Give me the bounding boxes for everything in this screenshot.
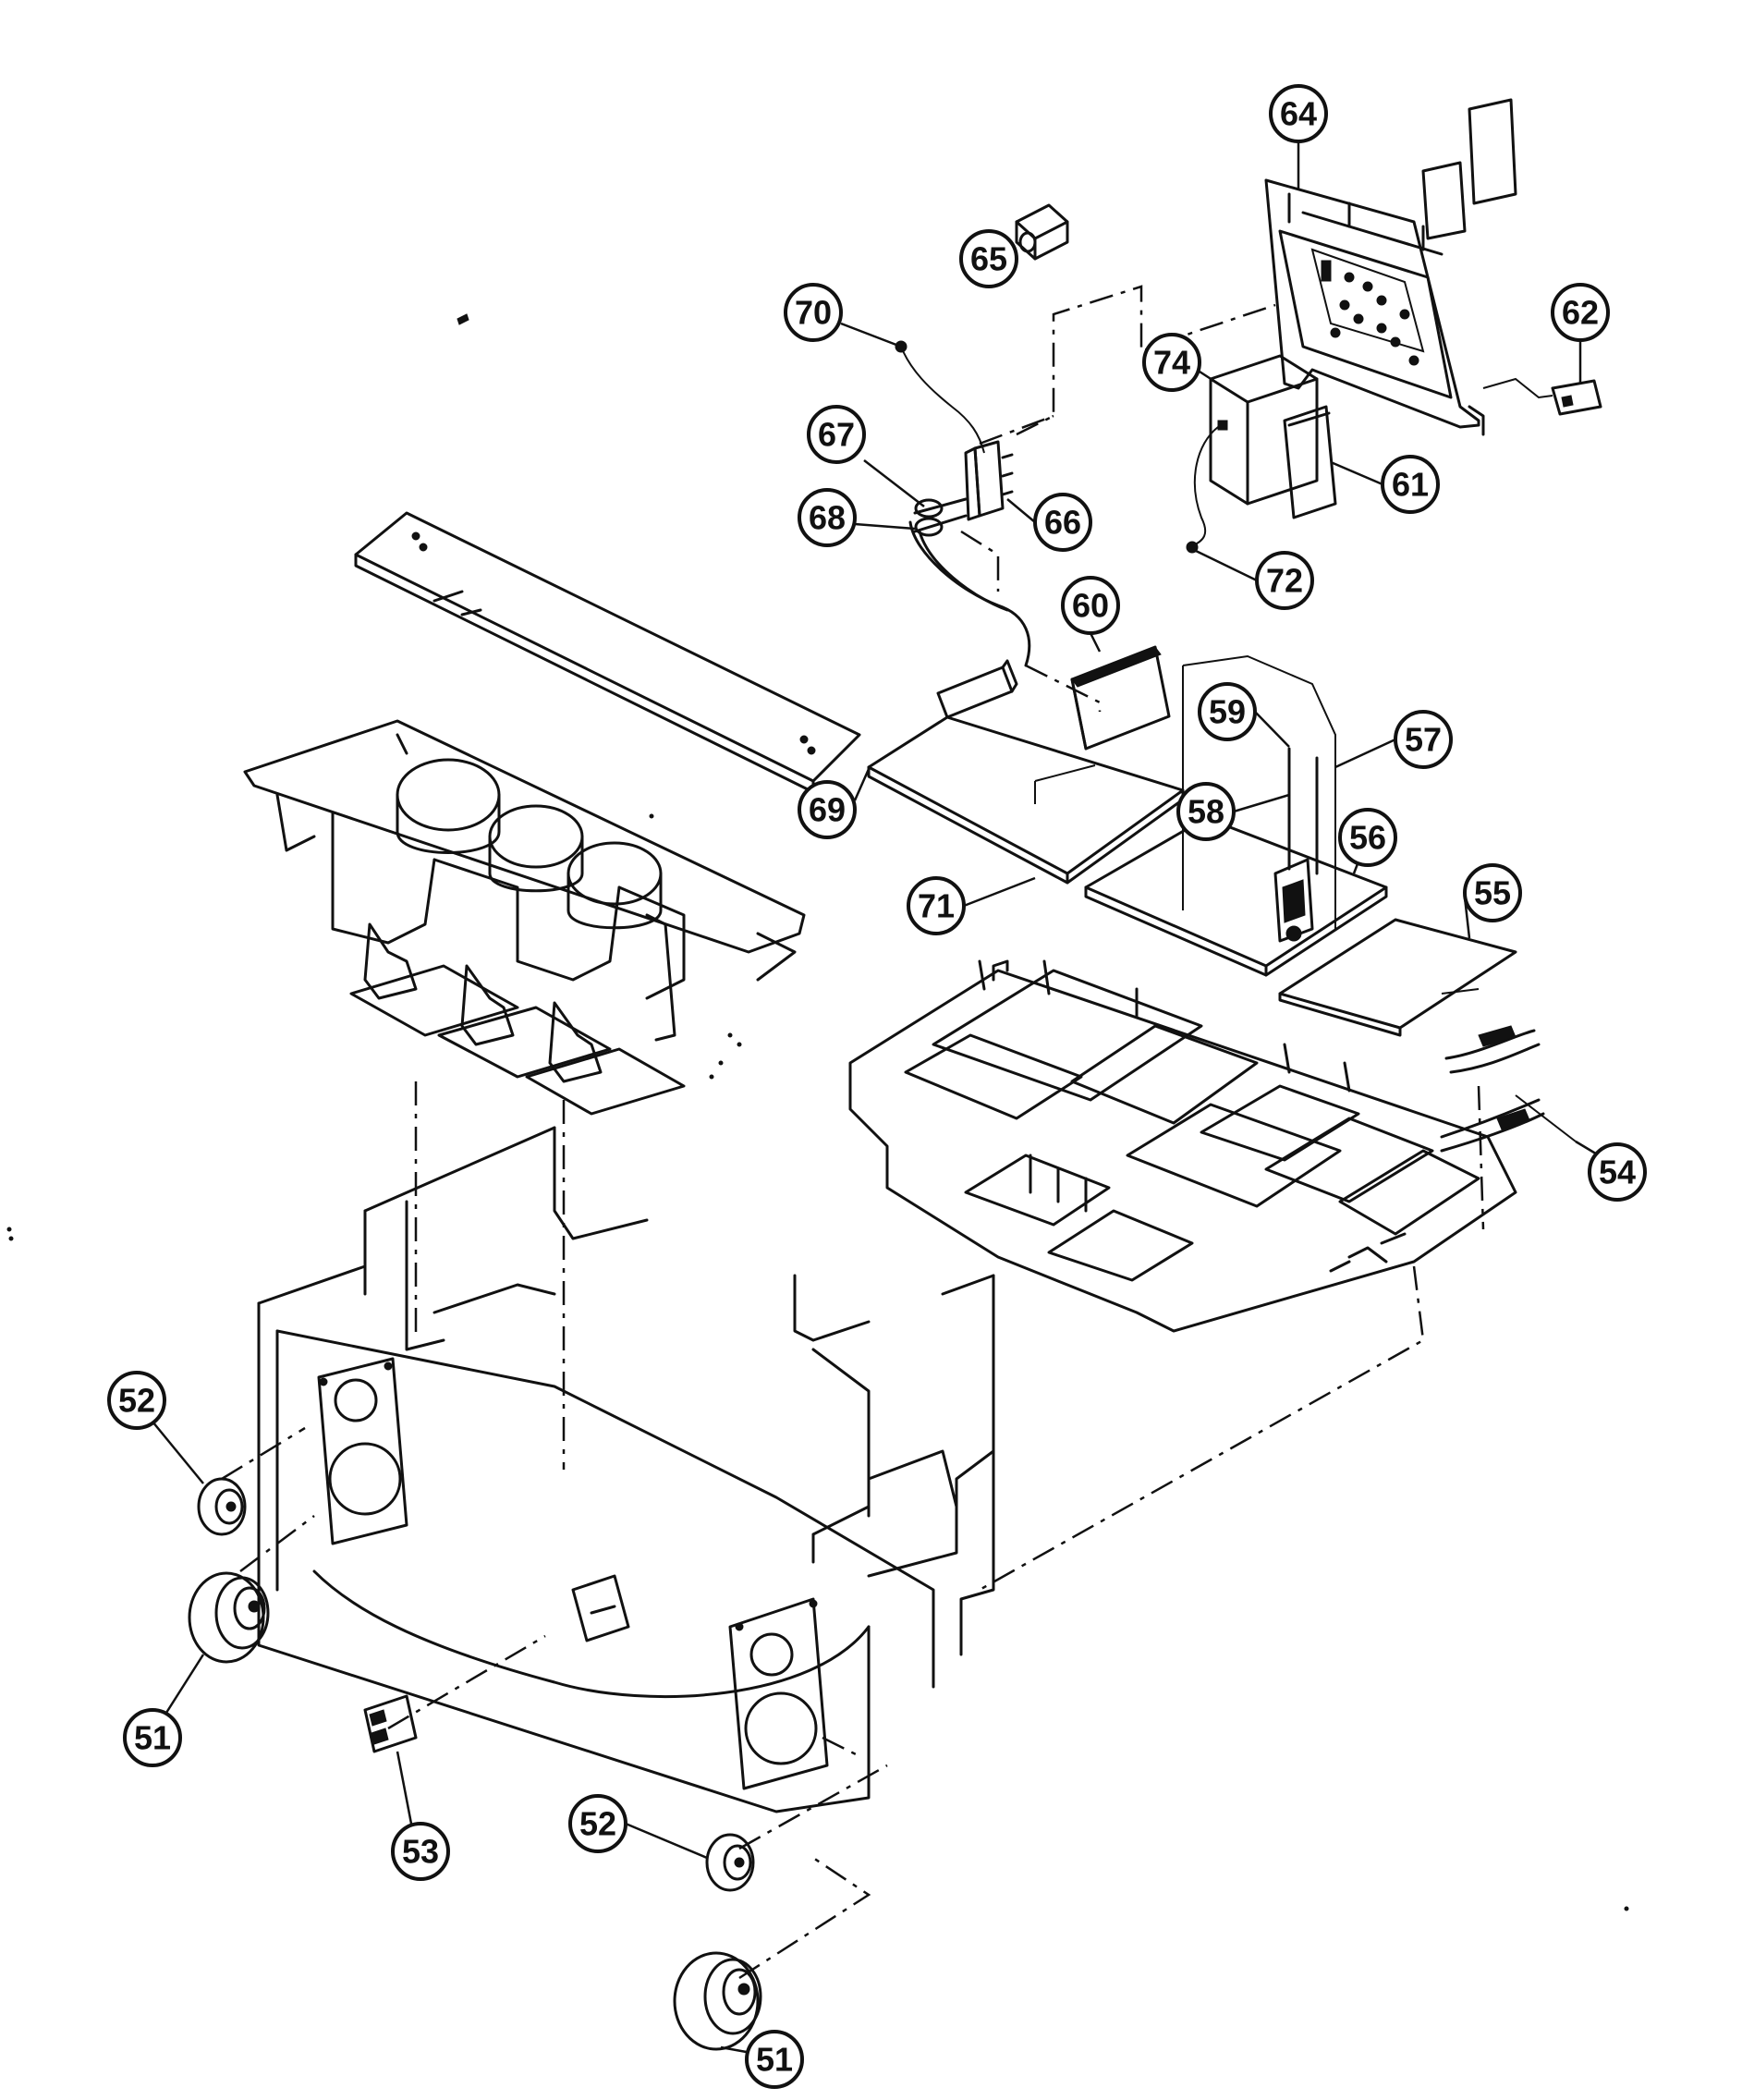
- scan-specks: [6, 313, 1629, 1911]
- part-51-woofer-left: [188, 1571, 270, 1664]
- callout-74-label: 74: [1153, 344, 1190, 382]
- part-67-68-clamps: [908, 497, 1031, 667]
- callout-68: 68: [798, 488, 857, 547]
- part-72-wire: [1186, 426, 1219, 554]
- crt-yoke-assembly: [243, 719, 806, 1116]
- callout-68-label: 68: [809, 499, 846, 537]
- label-stickers: [1421, 98, 1517, 240]
- assembly-lines: [221, 285, 1425, 1980]
- callout-65-label: 65: [970, 240, 1007, 278]
- callout-56-label: 56: [1349, 819, 1386, 857]
- callout-60: 60: [1061, 576, 1120, 635]
- callout-51-right-label: 51: [756, 2041, 793, 2079]
- callout-70-label: 70: [795, 294, 832, 332]
- callout-59: 59: [1198, 682, 1257, 741]
- callout-71-label: 71: [918, 887, 955, 925]
- part-66-relay: [964, 440, 1014, 521]
- part-69-connector: [936, 659, 1018, 719]
- callout-69-label: 69: [809, 791, 846, 829]
- part-65-ferrite: [1015, 203, 1069, 261]
- callout-53-label: 53: [402, 1833, 439, 1871]
- callout-62-label: 62: [1562, 294, 1599, 332]
- callout-60-label: 60: [1072, 587, 1109, 625]
- callout-51-left-label: 51: [134, 1719, 171, 1757]
- part-57-shield: [1182, 654, 1336, 929]
- part-74-block: [1209, 354, 1319, 506]
- callout-61: 61: [1381, 455, 1440, 514]
- callout-57-label: 57: [1405, 721, 1442, 759]
- part-52-tweeter-left: [197, 1477, 247, 1536]
- part-51-woofer-right: [673, 1951, 762, 2051]
- part-61-plate: [1283, 405, 1337, 519]
- callout-53: 53: [391, 1822, 450, 1881]
- part-53-terminal: [363, 1694, 418, 1753]
- part-52-tweeter-right: [705, 1833, 755, 1892]
- callout-65: 65: [959, 229, 1018, 288]
- part-54-power-cord: [1440, 1025, 1577, 1230]
- callout-52-left: 52: [107, 1371, 166, 1430]
- callout-58-label: 58: [1188, 793, 1224, 831]
- callout-52-left-label: 52: [118, 1382, 155, 1420]
- callout-52-right-label: 52: [579, 1805, 616, 1843]
- callout-61-label: 61: [1392, 466, 1429, 504]
- callout-54-label: 54: [1599, 1154, 1636, 1191]
- callout-51-left: 51: [123, 1708, 182, 1767]
- rear-top-cover: [354, 511, 861, 794]
- front-cabinet: [257, 1126, 995, 1813]
- callout-59-label: 59: [1209, 693, 1246, 731]
- callout-52-right: 52: [568, 1794, 627, 1853]
- part-70-wire: [895, 340, 985, 454]
- part-64-control-board: [1264, 178, 1485, 436]
- callout-66: 66: [1033, 493, 1092, 552]
- callout-66-label: 66: [1044, 504, 1081, 542]
- callout-67-label: 67: [818, 416, 855, 454]
- callout-56: 56: [1338, 808, 1397, 867]
- callout-69: 69: [798, 780, 857, 839]
- callout-55-label: 55: [1474, 874, 1511, 912]
- callout-54: 54: [1588, 1142, 1647, 1202]
- callout-70: 70: [784, 283, 843, 342]
- callout-72-label: 72: [1266, 562, 1303, 600]
- part-59-58-cables: [1273, 747, 1319, 943]
- callout-64-label: 64: [1280, 95, 1317, 133]
- callout-64: 64: [1269, 84, 1328, 143]
- callout-67: 67: [807, 405, 866, 464]
- callout-58: 58: [1176, 782, 1236, 841]
- part-62-switch: [1482, 377, 1602, 416]
- callout-55: 55: [1463, 863, 1522, 922]
- main-chassis-frame: [848, 959, 1517, 1333]
- callout-72: 72: [1255, 551, 1314, 610]
- part-55-plate: [1278, 918, 1517, 1037]
- callout-71: 71: [907, 876, 966, 935]
- part-56-board: [1084, 816, 1388, 977]
- part-60-module: [1070, 645, 1171, 751]
- callout-51-right: 51: [745, 2030, 804, 2089]
- callout-57: 57: [1394, 710, 1453, 769]
- leader-lines: [152, 141, 1600, 2055]
- callout-62: 62: [1551, 283, 1610, 342]
- callout-74: 74: [1142, 333, 1201, 392]
